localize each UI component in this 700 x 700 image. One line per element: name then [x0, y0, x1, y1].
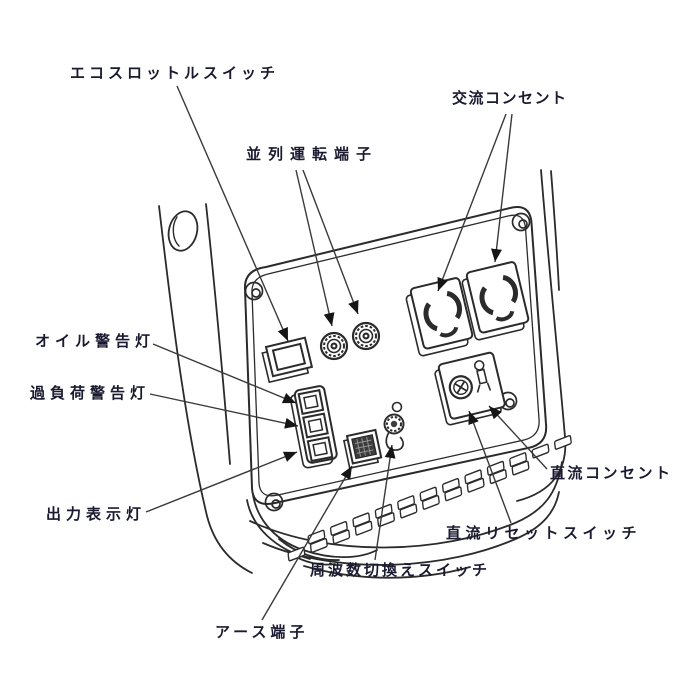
screw-holes: [244, 212, 531, 512]
leader-output-indicator: [145, 451, 298, 513]
leader-parallel-left: [295, 169, 335, 327]
label-parallel-terminals: 並列運転端子: [246, 146, 379, 163]
parallel-terminal-left: [319, 331, 349, 361]
dc-panel: [434, 351, 506, 426]
label-dc-reset-switch: 直流リセットスイッチ: [446, 525, 642, 542]
leader-dc-reset: [468, 410, 512, 524]
leader-eco-throttle: [176, 85, 289, 342]
label-eco-throttle-switch: エコスロットルスイッチ: [70, 65, 280, 82]
leader-parallel-right: [302, 169, 359, 315]
label-ac-outlet: 交流コンセント: [452, 90, 568, 107]
leader-dc-outlet: [488, 405, 548, 470]
label-earth-terminal: アース端子: [215, 624, 309, 641]
leader-ac-outlet-left: [437, 113, 507, 292]
frequency-switch-drawing: [383, 401, 405, 451]
leader-earth-terminal: [261, 465, 353, 621]
leader-oil-warning: [152, 343, 297, 404]
leader-overload-warning: [149, 393, 299, 429]
label-overload-warning-light: 過負荷警告灯: [30, 385, 151, 402]
dc-outlet-drawing: [473, 360, 492, 393]
label-oil-warning-light: オイル警告灯: [35, 333, 156, 350]
label-dc-outlet: 直流コンセント: [550, 465, 673, 482]
output-indicator-light: [306, 436, 334, 463]
overload-warning-light: [302, 412, 329, 439]
handle-hole: [167, 210, 199, 252]
eco-throttle-switch-drawing: [261, 336, 314, 384]
label-output-indicator-light: 出力表示灯: [46, 506, 147, 523]
earth-terminal-drawing: [342, 428, 383, 470]
indicator-light-strip: [289, 385, 338, 469]
label-frequency-switch: 周波数切換えスイッチ: [310, 562, 491, 579]
leader-frequency-switch: [374, 444, 396, 561]
parallel-terminal-right: [351, 321, 381, 351]
ac-outlet-right: [461, 261, 530, 341]
dc-reset-switch-drawing: [448, 375, 473, 400]
leader-ac-outlet-right: [491, 113, 513, 263]
oil-warning-light: [297, 388, 325, 415]
leader-lines: [145, 85, 548, 621]
ac-outlet-left: [405, 277, 474, 357]
